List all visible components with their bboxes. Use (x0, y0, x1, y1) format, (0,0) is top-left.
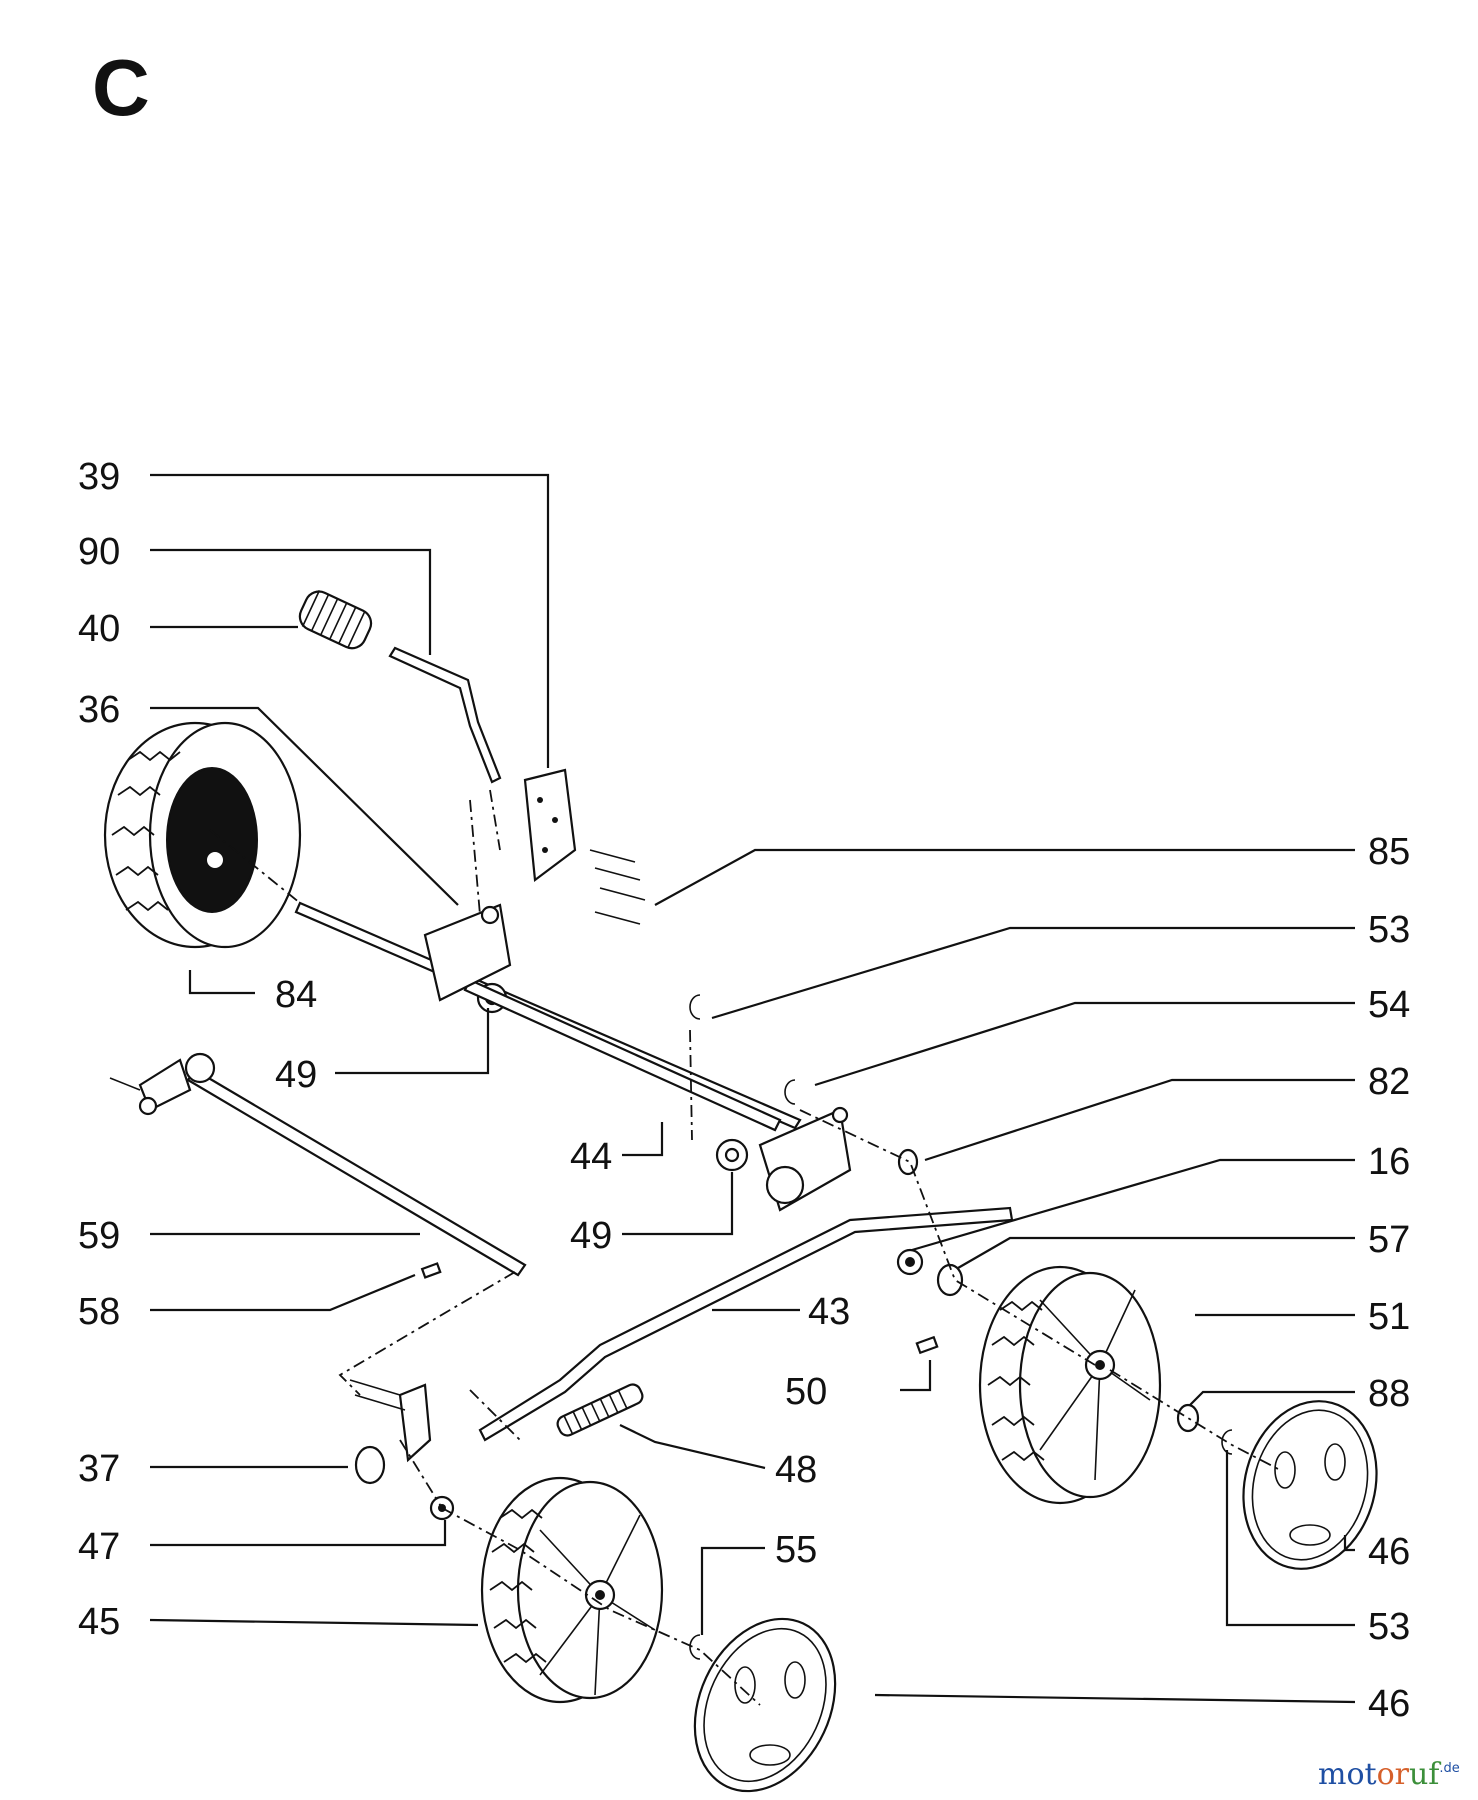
callout-36: 36 (78, 689, 120, 731)
link-rod (478, 1206, 1014, 1442)
callout-16: 16 (1368, 1141, 1410, 1183)
svg-text:motoruf.de: motoruf.de (1318, 1757, 1460, 1792)
callout-82: 82 (1368, 1061, 1410, 1103)
mount-plate-right (758, 1106, 852, 1212)
callout-55: 55 (775, 1529, 817, 1571)
callout-40: 40 (78, 608, 120, 650)
callout-39: 39 (78, 456, 120, 498)
height-lever (298, 590, 502, 784)
callout-49-lower: 49 (570, 1215, 612, 1257)
hubcap-right (1242, 1400, 1378, 1570)
callout-45: 45 (78, 1601, 120, 1643)
rear-bracket (349, 1379, 432, 1485)
callout-59: 59 (78, 1215, 120, 1257)
callout-90: 90 (78, 531, 120, 573)
clip-55 (689, 1634, 701, 1660)
key-50 (915, 1335, 939, 1355)
callout-50: 50 (785, 1371, 827, 1413)
clip-53 (689, 994, 701, 1020)
parts-drawing (103, 590, 1378, 1793)
callout-57: 57 (1368, 1219, 1410, 1261)
hubcap-lower (693, 1617, 837, 1793)
section-letter: C (92, 43, 150, 132)
mount-plate-left (423, 903, 512, 1002)
callout-51: 51 (1368, 1296, 1410, 1338)
washer-88 (1176, 1403, 1200, 1433)
washer-57 (936, 1263, 964, 1297)
leader-lines (149, 473, 1356, 1704)
callout-labels: 39 90 40 36 84 49 44 49 59 58 37 47 45 8… (78, 456, 1410, 1725)
callout-53-lower: 53 (1368, 1606, 1410, 1648)
callout-88: 88 (1368, 1373, 1410, 1415)
callout-44: 44 (570, 1136, 612, 1178)
bracket-plate (523, 768, 646, 925)
wheel-45 (480, 1476, 664, 1704)
clip-53-lower (1221, 1429, 1233, 1455)
callout-47: 47 (78, 1526, 120, 1568)
wheel-36 (103, 721, 302, 949)
callout-46-right: 46 (1368, 1531, 1410, 1573)
pin-58 (420, 1262, 442, 1279)
clip-54 (784, 1079, 796, 1105)
callout-49-upper: 49 (275, 1054, 317, 1096)
callout-58: 58 (78, 1291, 120, 1333)
assembly-lines (209, 789, 1281, 1706)
callout-85: 85 (1368, 831, 1410, 873)
callout-84: 84 (275, 974, 317, 1016)
watermark: motoruf.de (1318, 1757, 1460, 1792)
callout-43: 43 (808, 1291, 850, 1333)
callout-37: 37 (78, 1448, 120, 1490)
rear-axle (109, 1052, 527, 1277)
rear-axle-tube (463, 978, 782, 1172)
wheel-51 (978, 1265, 1162, 1505)
spring-48 (556, 1383, 644, 1437)
callout-53-upper: 53 (1368, 909, 1410, 951)
callout-54: 54 (1368, 984, 1410, 1026)
callout-48: 48 (775, 1449, 817, 1491)
nut-16 (896, 1248, 924, 1276)
callout-46-lower: 46 (1368, 1683, 1410, 1725)
